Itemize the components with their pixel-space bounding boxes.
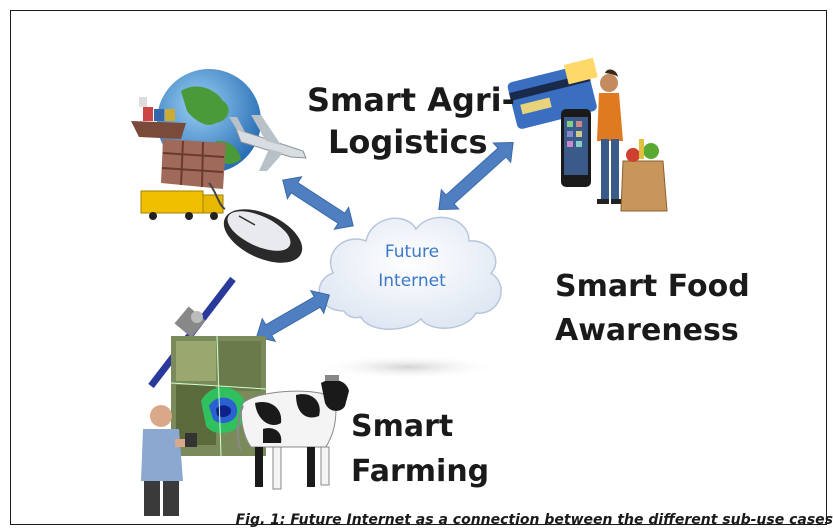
truck-icon	[140, 190, 224, 220]
cow-icon	[236, 375, 349, 490]
future-internet-cloud-icon	[318, 216, 502, 330]
smartphone-icon	[561, 109, 591, 187]
food-awareness-illustration	[507, 57, 668, 212]
future-internet-label-line1: Future	[384, 242, 440, 262]
cargo-ship-icon	[131, 97, 186, 139]
smart-farming-label-line1: Smart	[351, 409, 454, 444]
smart-agri-logistics-label-line2: Logistics	[328, 123, 488, 161]
crates-icon	[161, 139, 226, 189]
smart-agri-logistics-label-line1: Smart Agri-	[307, 81, 515, 119]
double-arrow-food-cloud-icon	[438, 142, 514, 210]
future-internet-label-line2: Internet	[378, 271, 446, 291]
farming-illustration	[141, 276, 349, 516]
logistics-illustration	[131, 69, 307, 263]
diagram-art	[131, 57, 668, 516]
smart-food-awareness-label-line2: Awareness	[555, 313, 739, 348]
double-arrow-agri-cloud-icon	[282, 176, 354, 230]
satellite-icon	[148, 276, 236, 389]
smart-food-awareness-label-line1: Smart Food	[555, 269, 750, 304]
computer-mouse-icon	[208, 182, 303, 263]
shopper-person-icon	[597, 69, 623, 204]
double-arrow-farm-cloud-icon	[255, 289, 331, 343]
grocery-bag-icon	[620, 139, 668, 212]
figure-frame: Smart Agri- Logistics Smart Food Awarene…	[10, 10, 833, 528]
smart-farming-label-line2: Farming	[351, 454, 490, 489]
airplane-icon	[229, 115, 307, 171]
farmer-person-icon	[141, 405, 197, 516]
cloud-shadow	[316, 355, 500, 379]
figure-caption: Fig. 1: Future Internet as a connection …	[235, 512, 833, 528]
